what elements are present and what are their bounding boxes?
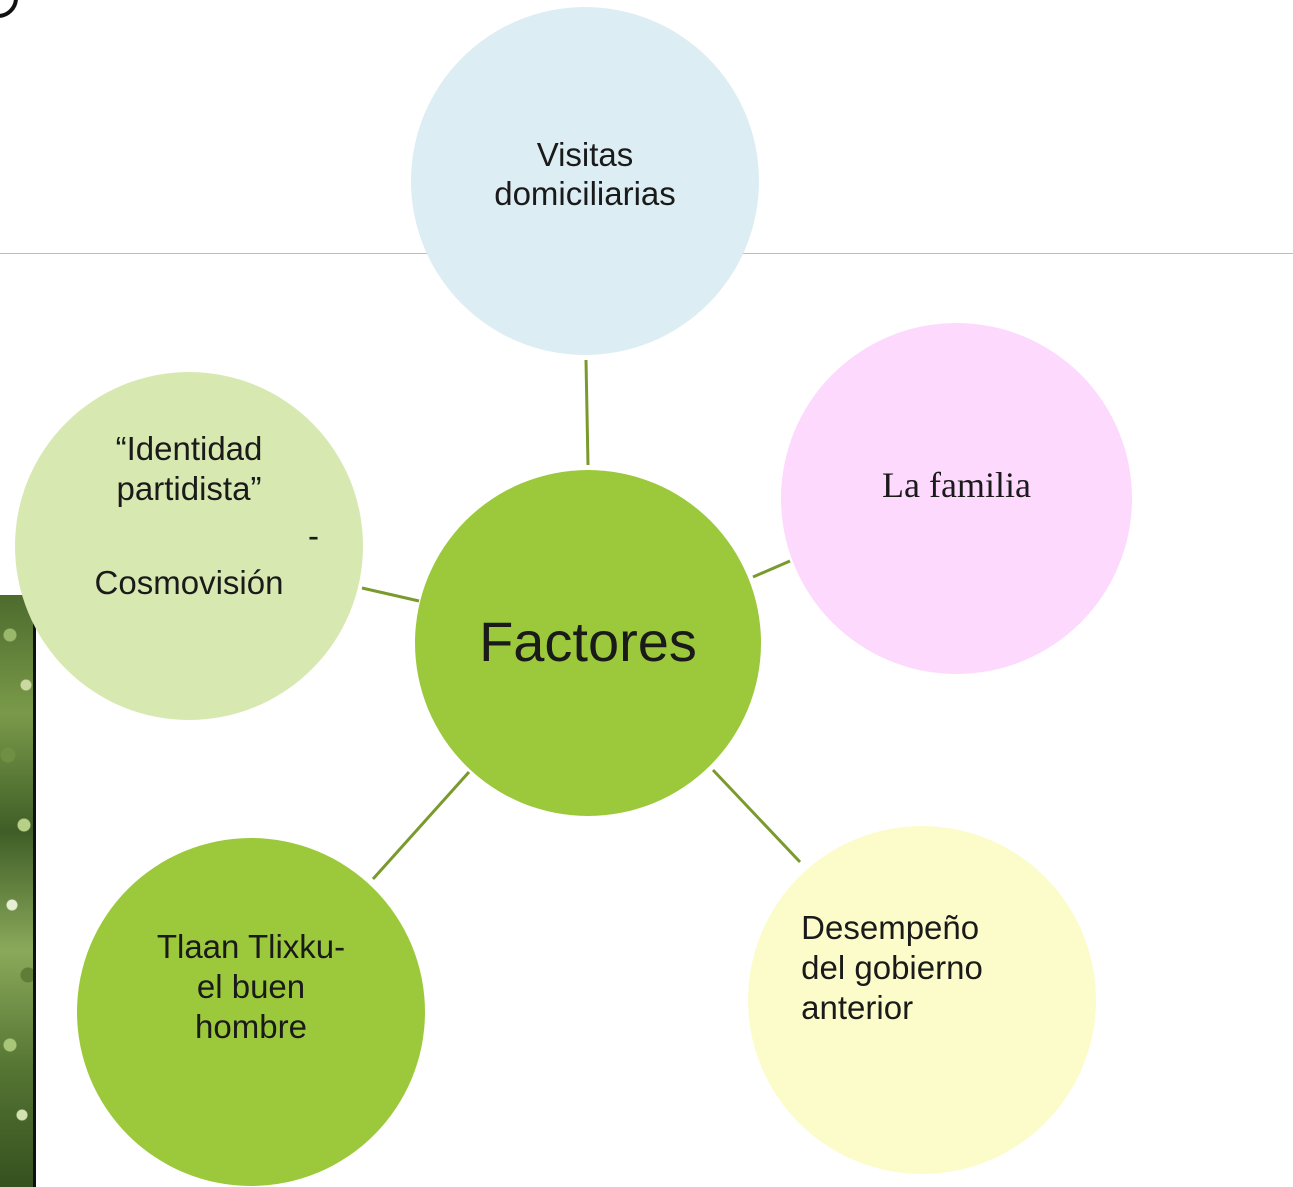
node-desempeno-gobierno: Desempeño del gobierno anterior — [748, 826, 1096, 1174]
node-left-text: “Identidad partidista” - Cosmovisión — [59, 419, 319, 643]
node-factores-center: Factores — [415, 470, 761, 816]
node-bottom-left-label: Tlaan Tlixku- el buen hombre — [156, 928, 346, 1045]
node-tlaan-tlixku: Tlaan Tlixku- el buen hombre — [77, 838, 425, 1186]
node-identidad-partidista: “Identidad partidista” - Cosmovisión — [15, 372, 363, 720]
node-left-line1: “Identidad partidista” — [115, 430, 263, 507]
node-left-dash: - — [308, 517, 319, 554]
connector-top — [584, 359, 590, 466]
connector-bottom-left — [371, 770, 471, 881]
vegetation-photo — [0, 595, 36, 1187]
node-la-familia: La familia — [781, 323, 1132, 674]
node-left-line2: Cosmovisión — [94, 564, 284, 601]
connector-left — [361, 586, 420, 603]
node-visitas-domiciliarias: Visitas domiciliarias — [411, 7, 759, 355]
connector-bottom-right — [711, 768, 802, 864]
node-bottom-right-label: Desempeño del gobierno anterior — [801, 909, 983, 1026]
center-label: Factores — [479, 609, 697, 673]
node-right-label: La familia — [882, 464, 1031, 505]
connector-right — [752, 559, 791, 579]
node-top-label: Visitas domiciliarias — [494, 136, 676, 212]
